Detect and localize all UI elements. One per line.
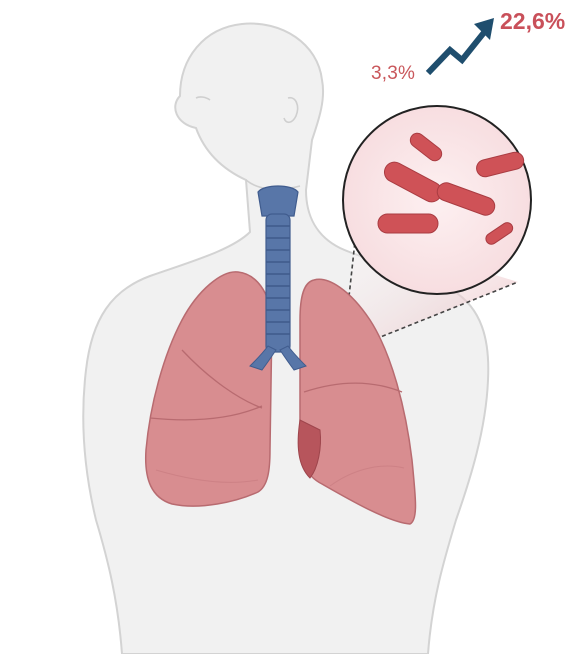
prevalence-after-label: 22,6% [500, 8, 565, 35]
trend-up-arrow-icon [428, 18, 494, 73]
zoom-circle [343, 106, 531, 294]
bacterium [378, 214, 438, 233]
prevalence-before-label: 3,3% [371, 63, 415, 85]
